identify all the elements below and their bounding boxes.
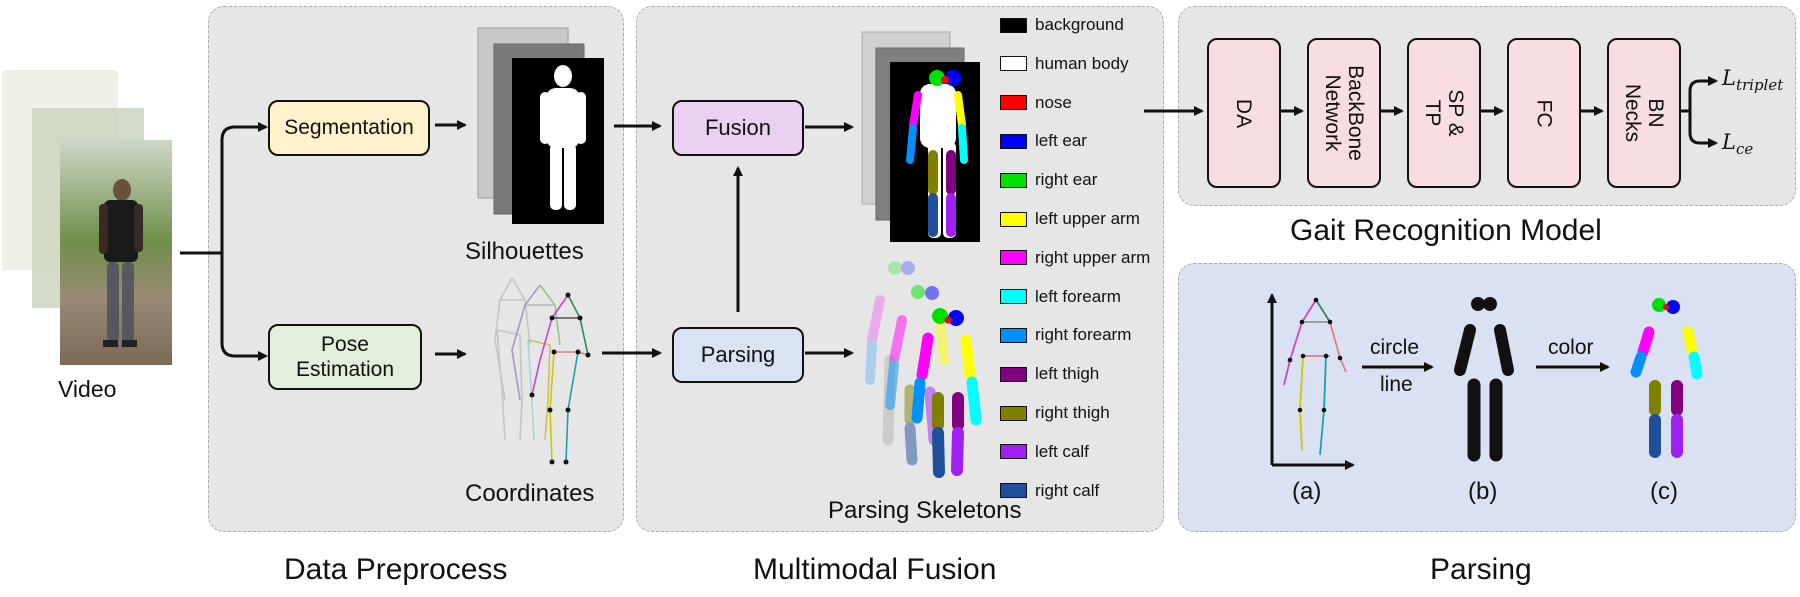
legend-label: left forearm bbox=[1035, 286, 1121, 306]
legend-label: left calf bbox=[1035, 441, 1089, 461]
legend-label: left thigh bbox=[1035, 364, 1100, 384]
silhouettes-label: Silhouettes bbox=[465, 238, 584, 265]
gait-recognition-title: Gait Recognition Model bbox=[1290, 214, 1602, 247]
legend-item: right thigh bbox=[1000, 402, 1110, 424]
legend-item: right forearm bbox=[1000, 324, 1131, 346]
parsing-box: Parsing bbox=[672, 327, 804, 383]
legend-swatch bbox=[1000, 366, 1027, 382]
sp-tp-block: SP & TP bbox=[1407, 38, 1481, 188]
pose-estimation-box: Pose Estimation bbox=[268, 324, 422, 390]
ce-loss-label: Lce bbox=[1722, 130, 1754, 159]
legend-item: human body bbox=[1000, 53, 1129, 75]
parsing-step-b-figure bbox=[1454, 297, 1514, 462]
legend-label: human body bbox=[1035, 53, 1129, 73]
legend-item: right upper arm bbox=[1000, 247, 1150, 269]
da-block: DA bbox=[1207, 38, 1281, 188]
circle-step-label: circle bbox=[1370, 336, 1420, 359]
legend-item: right ear bbox=[1000, 169, 1097, 191]
fusion-box: Fusion bbox=[672, 100, 804, 156]
silhouette-stack bbox=[477, 27, 604, 224]
legend-item: left thigh bbox=[1000, 363, 1099, 385]
legend-label: background bbox=[1035, 15, 1124, 34]
gait-recognition-panel bbox=[1178, 6, 1796, 206]
legend-item: left upper arm bbox=[1000, 208, 1140, 230]
parsing-step-c-figure bbox=[1630, 298, 1703, 458]
legend-label: right thigh bbox=[1035, 403, 1110, 422]
legend-swatch bbox=[1000, 17, 1027, 33]
loss-split-arrows bbox=[1680, 76, 1718, 148]
legend-item: right calf bbox=[1000, 480, 1099, 502]
legend-item: left ear bbox=[1000, 130, 1087, 152]
walking-person bbox=[99, 179, 143, 347]
coordinates-label: Coordinates bbox=[465, 480, 595, 507]
legend: background human body nose left ear right ea… bbox=[1000, 14, 1170, 504]
legend-swatch bbox=[1000, 289, 1027, 305]
legend-item: left calf bbox=[1000, 441, 1089, 463]
legend-swatch bbox=[1000, 211, 1027, 227]
triplet-loss-label: Ltriplet bbox=[1722, 66, 1784, 95]
legend-swatch bbox=[1000, 327, 1027, 343]
line-step-label: line bbox=[1380, 373, 1413, 396]
bn-necks-block: BN Necks bbox=[1607, 38, 1681, 188]
color-step-label: color bbox=[1548, 336, 1594, 359]
input-split-arrows bbox=[180, 122, 268, 361]
legend-swatch bbox=[1000, 483, 1027, 499]
parsing-skeletons-label: Parsing Skeletons bbox=[828, 497, 1022, 524]
segmentation-box: Segmentation bbox=[268, 100, 430, 156]
legend-label: right upper arm bbox=[1035, 247, 1151, 267]
legend-label: left upper arm bbox=[1035, 209, 1140, 228]
backbone-network-block: BackBone Network bbox=[1307, 38, 1381, 188]
legend-label: right calf bbox=[1035, 480, 1100, 500]
parsing-step-a-axes bbox=[1267, 293, 1355, 470]
parsing-skeleton-stack bbox=[865, 261, 982, 478]
data-preprocess-title: Data Preprocess bbox=[284, 553, 508, 586]
multimodal-fusion-title: Multimodal Fusion bbox=[753, 553, 997, 586]
caption-a: (a) bbox=[1292, 478, 1322, 505]
legend-label: right forearm bbox=[1035, 325, 1132, 345]
legend-swatch bbox=[1000, 95, 1027, 111]
legend-label: right ear bbox=[1035, 170, 1098, 190]
legend-swatch bbox=[1000, 250, 1027, 266]
video-frames bbox=[2, 70, 172, 365]
legend-swatch bbox=[1000, 405, 1027, 421]
legend-label: nose bbox=[1035, 92, 1072, 112]
caption-b: (b) bbox=[1468, 478, 1498, 505]
fc-block: FC bbox=[1507, 38, 1581, 188]
legend-item: nose bbox=[1000, 92, 1072, 114]
legend-swatch bbox=[1000, 56, 1027, 72]
parsing-title: Parsing bbox=[1430, 553, 1532, 586]
legend-swatch bbox=[1000, 444, 1027, 460]
legend-item: left forearm bbox=[1000, 286, 1121, 308]
video-label: Video bbox=[58, 376, 117, 402]
caption-c: (c) bbox=[1650, 478, 1678, 505]
fused-silhouette-stack bbox=[861, 31, 980, 242]
legend-item: background bbox=[1000, 14, 1124, 36]
legend-swatch bbox=[1000, 133, 1027, 149]
legend-label: left ear bbox=[1035, 131, 1087, 151]
legend-swatch bbox=[1000, 172, 1027, 188]
parsing-step-a-skeleton bbox=[1283, 297, 1347, 456]
coordinates-skeletons bbox=[494, 277, 591, 465]
